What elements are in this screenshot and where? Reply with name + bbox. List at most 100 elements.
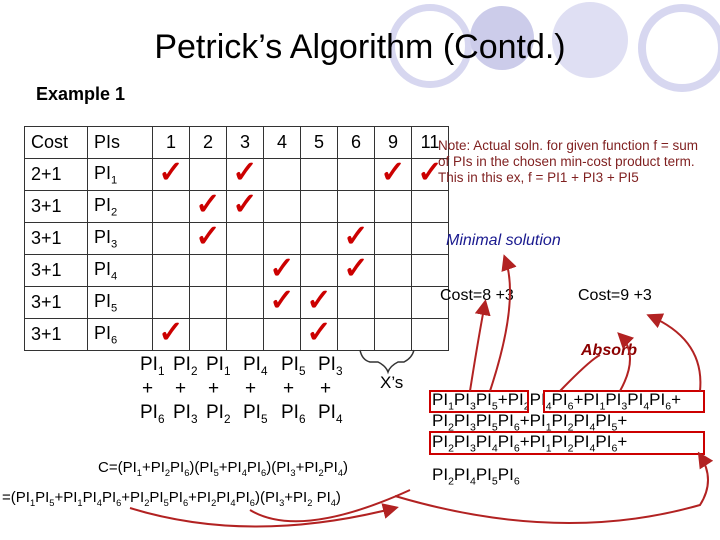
coverage-cell: [411, 254, 449, 287]
coverage-cell: [337, 286, 375, 319]
pi-cell: PI4: [87, 254, 153, 287]
coverage-cell: [300, 158, 338, 191]
table-header-cell: 2: [189, 126, 227, 159]
cost-cell: 3+1: [24, 190, 88, 223]
table-header-cell: 9: [374, 126, 412, 159]
coverage-cell: ✓: [337, 252, 375, 287]
coverage-cell: ✓: [189, 222, 227, 255]
coverage-cell: ✓: [226, 188, 264, 223]
coverage-cell: ✓: [300, 284, 338, 319]
example-label: Example 1: [36, 84, 126, 104]
coverage-cell: [263, 158, 301, 191]
pi-pair-top: PI4: [243, 354, 268, 378]
pi-pair-plus: +: [142, 378, 154, 399]
pi-cell: PI2: [87, 190, 153, 223]
coverage-cell: ✓: [374, 156, 412, 191]
arrow-minimal: [489, 254, 517, 392]
check-icon: ✓: [158, 156, 184, 189]
pi-pair-top: PI3: [318, 354, 343, 378]
pi-cell: PI5: [87, 286, 153, 319]
pi-pair-plus: +: [283, 378, 295, 399]
coverage-cell: [374, 222, 412, 255]
pi-pair-plus: +: [320, 378, 332, 399]
table-header-cell: 6: [337, 126, 375, 159]
arrow-cost-a: [469, 299, 491, 392]
table-header-cell: Cost: [24, 126, 88, 159]
coverage-cell: [152, 190, 190, 223]
coverage-cell: [226, 222, 264, 255]
coverage-cell: ✓: [411, 156, 449, 191]
cost-label-a: Cost=8 +3: [440, 287, 514, 304]
decor-circle: [638, 4, 720, 92]
coverage-cell: [226, 254, 264, 287]
coverage-cell: ✓: [189, 188, 227, 223]
coverage-cell: [189, 254, 227, 287]
product-term-line: PI1PI3PI5+PI2PI4PI6+PI1PI3PI4PI6+: [432, 390, 682, 413]
arrow-expand-1: [129, 503, 399, 528]
x-label: X’s: [380, 373, 404, 392]
pi-pair-plus: +: [208, 378, 220, 399]
coverage-cell: [337, 158, 375, 191]
coverage-cell: [263, 222, 301, 255]
pi-pair-top: PI2: [173, 354, 198, 378]
cost-cell: 3+1: [24, 286, 88, 319]
absorb-label: Absorb: [581, 342, 637, 359]
product-term-line: PI2PI3PI4PI6+PI1PI2PI4PI6+: [432, 432, 628, 455]
table-header-cell: 11: [411, 126, 449, 159]
coverage-cell: [189, 158, 227, 191]
coverage-cell: [300, 222, 338, 255]
pi-pair-top: PI5: [281, 354, 306, 378]
check-icon: ✓: [158, 316, 184, 349]
check-icon: ✓: [195, 188, 221, 221]
check-icon: ✓: [343, 252, 369, 285]
table-header-cell: PIs: [87, 126, 153, 159]
coverage-cell: [374, 286, 412, 319]
check-icon: ✓: [343, 220, 369, 253]
coverage-cell: ✓: [152, 156, 190, 191]
check-icon: ✓: [269, 284, 295, 317]
table-header-cell: 3: [226, 126, 264, 159]
pi-pair-bottom: PI5: [243, 402, 268, 426]
check-icon: ✓: [417, 156, 443, 189]
check-icon: ✓: [232, 156, 258, 189]
cost-cell: 3+1: [24, 254, 88, 287]
coverage-cell: [411, 222, 449, 255]
coverage-cell: [263, 190, 301, 223]
coverage-cell: [337, 190, 375, 223]
coverage-cell: [411, 190, 449, 223]
coverage-cell: [189, 286, 227, 319]
note-text: Note: Actual soln. for given function f …: [438, 138, 699, 185]
pi-cell: PI3: [87, 222, 153, 255]
coverage-cell: ✓: [263, 284, 301, 319]
minimal-solution-label: Minimal solution: [446, 232, 561, 249]
coverage-cell: [152, 286, 190, 319]
coverage-cell: [189, 318, 227, 351]
pi-pair-bottom: PI4: [318, 402, 343, 426]
product-term-line: PI2PI3PI5PI6+PI1PI2PI4PI5+: [432, 411, 628, 434]
pi-pair-bottom: PI6: [140, 402, 165, 426]
coverage-cell: [337, 318, 375, 351]
check-icon: ✓: [306, 284, 332, 317]
coverage-cell: ✓: [337, 220, 375, 255]
cost-cell: 2+1: [24, 158, 88, 191]
arrow-absorb-2: [559, 354, 601, 392]
coverage-cell: ✓: [226, 156, 264, 191]
page-title: Petrick’s Algorithm (Contd.): [154, 28, 566, 66]
decor-circle: [470, 6, 534, 70]
pi-pair-top: PI1: [206, 354, 231, 378]
pi-pair-bottom: PI2: [206, 402, 231, 426]
coverage-cell: [152, 222, 190, 255]
check-icon: ✓: [380, 156, 406, 189]
check-icon: ✓: [232, 188, 258, 221]
pi-pair-plus: +: [245, 378, 257, 399]
coverage-cell: [374, 318, 412, 351]
